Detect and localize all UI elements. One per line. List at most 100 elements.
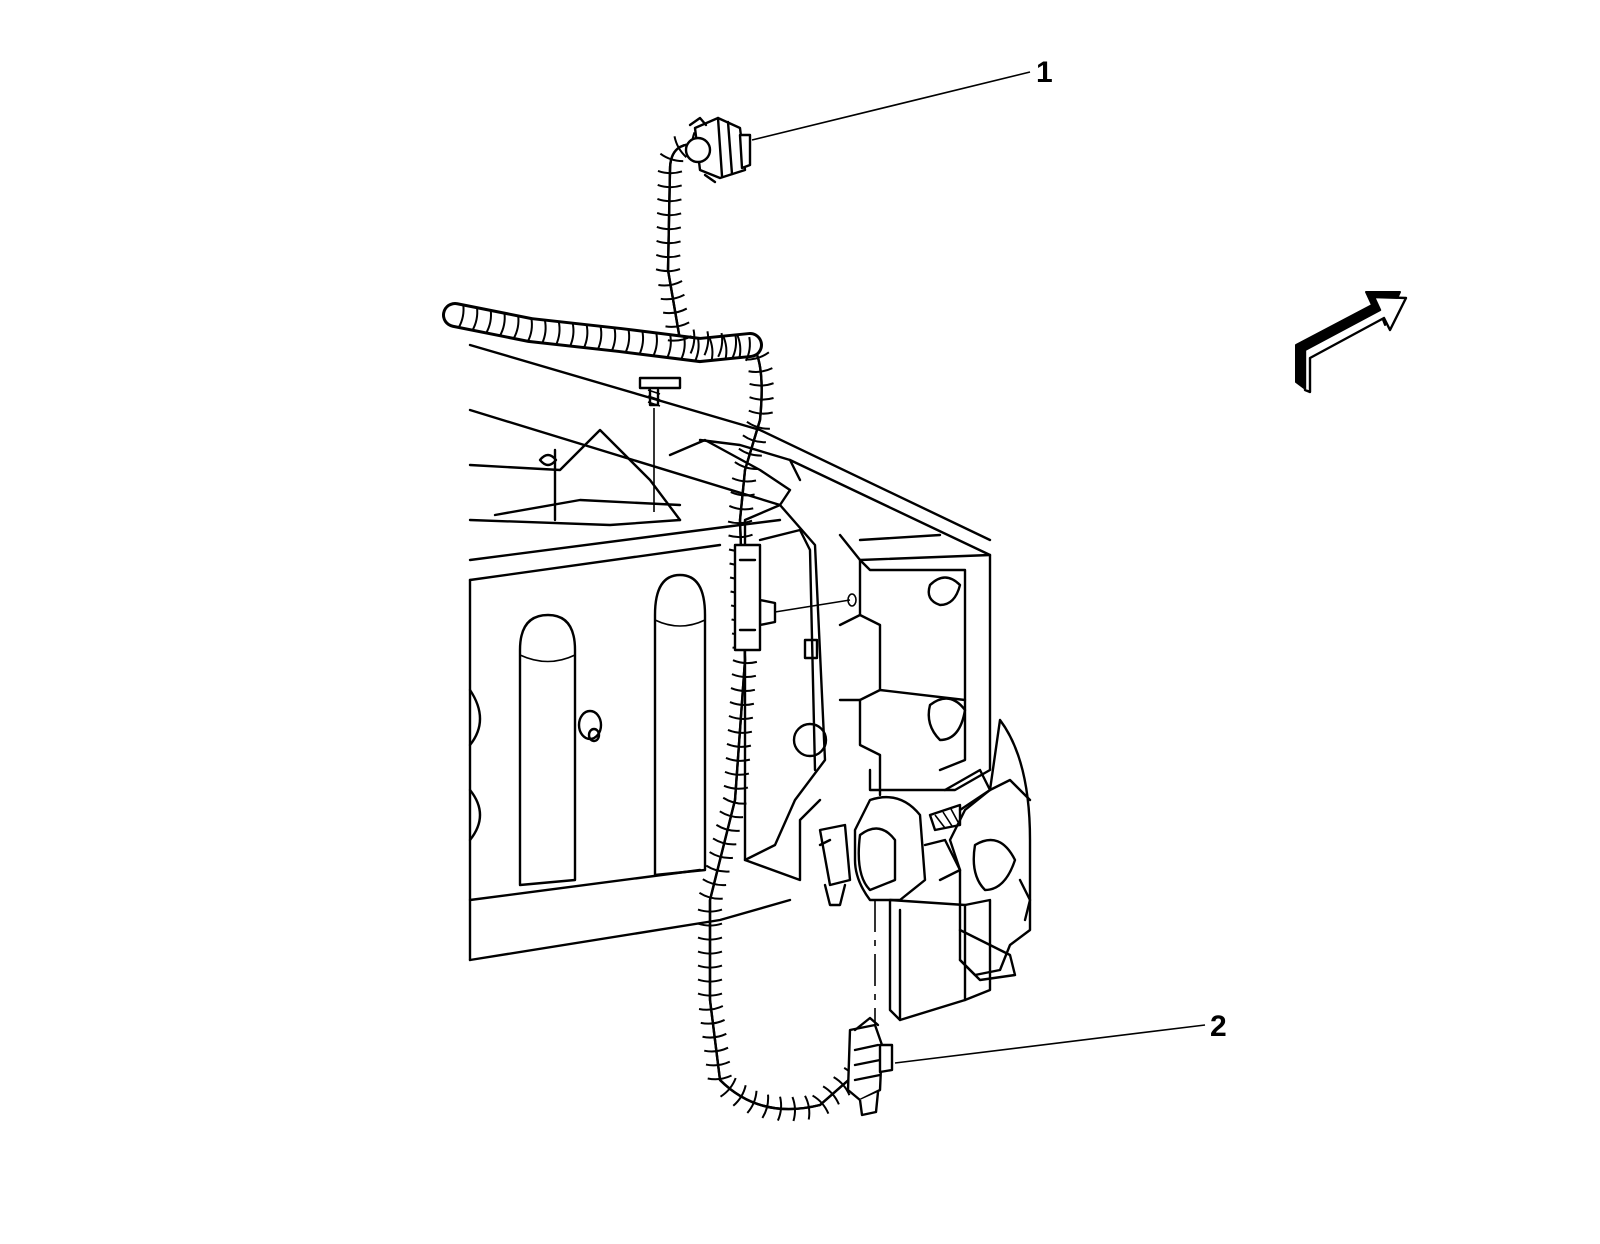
harness-rib bbox=[693, 337, 700, 362]
harness-rib bbox=[709, 851, 733, 859]
harness-rib bbox=[657, 170, 683, 175]
harness-rib bbox=[833, 1076, 851, 1096]
harness-rib bbox=[727, 519, 753, 525]
harness-rib bbox=[657, 184, 682, 189]
harness-rib bbox=[457, 304, 465, 329]
harness-rib bbox=[728, 505, 754, 511]
harness-rib bbox=[660, 293, 685, 301]
harness-rib bbox=[732, 1085, 747, 1107]
harness-rib bbox=[541, 319, 547, 344]
harness-rib bbox=[726, 743, 752, 748]
harness-rib bbox=[732, 659, 758, 665]
harness-rib bbox=[582, 323, 589, 349]
frame-rail-assembly bbox=[468, 343, 1032, 1022]
harness-rib bbox=[730, 687, 756, 693]
harness-rib bbox=[659, 152, 684, 163]
harness-rib bbox=[697, 922, 723, 927]
harness-rib bbox=[727, 729, 753, 734]
harness-rib bbox=[746, 351, 770, 361]
harness-rib bbox=[656, 212, 682, 217]
harness-rib bbox=[748, 409, 773, 415]
harness-rib bbox=[761, 1094, 770, 1119]
harness-rib bbox=[596, 325, 603, 351]
harness-rib bbox=[697, 908, 723, 913]
harness-rib bbox=[734, 461, 758, 470]
harness-rib bbox=[717, 332, 724, 358]
harness-rib bbox=[697, 936, 723, 941]
callout-leaders bbox=[751, 71, 1206, 1064]
harness-rib bbox=[703, 331, 710, 356]
harness-rib bbox=[665, 321, 690, 328]
harness-rib bbox=[485, 309, 492, 334]
harness-rib bbox=[749, 396, 774, 401]
harness-rib bbox=[722, 335, 728, 360]
harness-convolutions bbox=[457, 131, 878, 1122]
harness-rib bbox=[776, 1096, 783, 1121]
harness-rib bbox=[698, 1005, 724, 1011]
harness-rib bbox=[700, 1019, 726, 1025]
harness-rib bbox=[702, 1032, 727, 1039]
harness-rib bbox=[680, 335, 686, 361]
connector-2 bbox=[846, 1016, 894, 1117]
harness-rib bbox=[712, 837, 737, 846]
harness-rib bbox=[719, 1077, 737, 1098]
harness-rib bbox=[728, 715, 754, 720]
harness-rib bbox=[736, 333, 742, 359]
harness-rib bbox=[715, 824, 740, 832]
harness-rib bbox=[569, 322, 575, 347]
harness-rib bbox=[707, 1074, 732, 1081]
harness-rib bbox=[822, 1085, 840, 1105]
harness-rib bbox=[638, 330, 645, 355]
harness-rib bbox=[657, 198, 682, 203]
harness-rib bbox=[722, 796, 747, 805]
harness-rib bbox=[689, 329, 696, 354]
connector-1 bbox=[684, 116, 752, 184]
harness-rib bbox=[656, 225, 682, 231]
harness-rib bbox=[731, 673, 757, 679]
harness-rib bbox=[724, 770, 750, 776]
harness-rib bbox=[698, 891, 723, 900]
harness-rib bbox=[731, 477, 757, 483]
harness-rib bbox=[729, 701, 755, 706]
harness-rib bbox=[723, 784, 749, 790]
harness-rib bbox=[526, 317, 533, 343]
harness-rib bbox=[791, 1096, 796, 1122]
harness-rib bbox=[804, 1095, 811, 1120]
harness-rib bbox=[742, 434, 766, 444]
harness-rib bbox=[738, 447, 762, 457]
harness-rib bbox=[498, 312, 506, 337]
harness-rib bbox=[748, 367, 773, 373]
harness-rib bbox=[652, 332, 658, 357]
harness-rib bbox=[673, 136, 688, 158]
harness-rib bbox=[666, 333, 672, 359]
harness-rib bbox=[731, 334, 738, 360]
harness-rib bbox=[749, 382, 774, 387]
harness-rib bbox=[704, 1046, 729, 1053]
harness-rib bbox=[746, 1090, 758, 1114]
harness-rib bbox=[697, 992, 723, 997]
harness-rib bbox=[624, 328, 631, 354]
harness-rib bbox=[728, 533, 753, 539]
bolt-fasteners bbox=[638, 376, 876, 1040]
harness-rib bbox=[655, 253, 681, 259]
harness-rib bbox=[512, 315, 520, 340]
harness-rib bbox=[555, 320, 561, 346]
callout-label-2: 2 bbox=[1210, 1010, 1227, 1043]
wiring-harness bbox=[442, 131, 878, 1122]
harness-rib bbox=[471, 307, 479, 332]
harness-rib bbox=[746, 421, 770, 430]
harness-rib bbox=[655, 268, 681, 273]
harness-rib bbox=[697, 964, 723, 969]
harness-rib bbox=[656, 239, 681, 245]
harness-rib bbox=[702, 878, 727, 887]
harness-rib bbox=[812, 1094, 830, 1115]
harness-rib bbox=[705, 864, 730, 873]
harness-rib bbox=[697, 978, 723, 983]
harness-rib bbox=[610, 327, 617, 352]
harness-rib bbox=[730, 491, 755, 497]
harness-rib bbox=[697, 950, 723, 955]
harness-rib bbox=[719, 810, 744, 819]
harness-rib bbox=[725, 756, 751, 762]
harness-rib bbox=[708, 336, 714, 362]
